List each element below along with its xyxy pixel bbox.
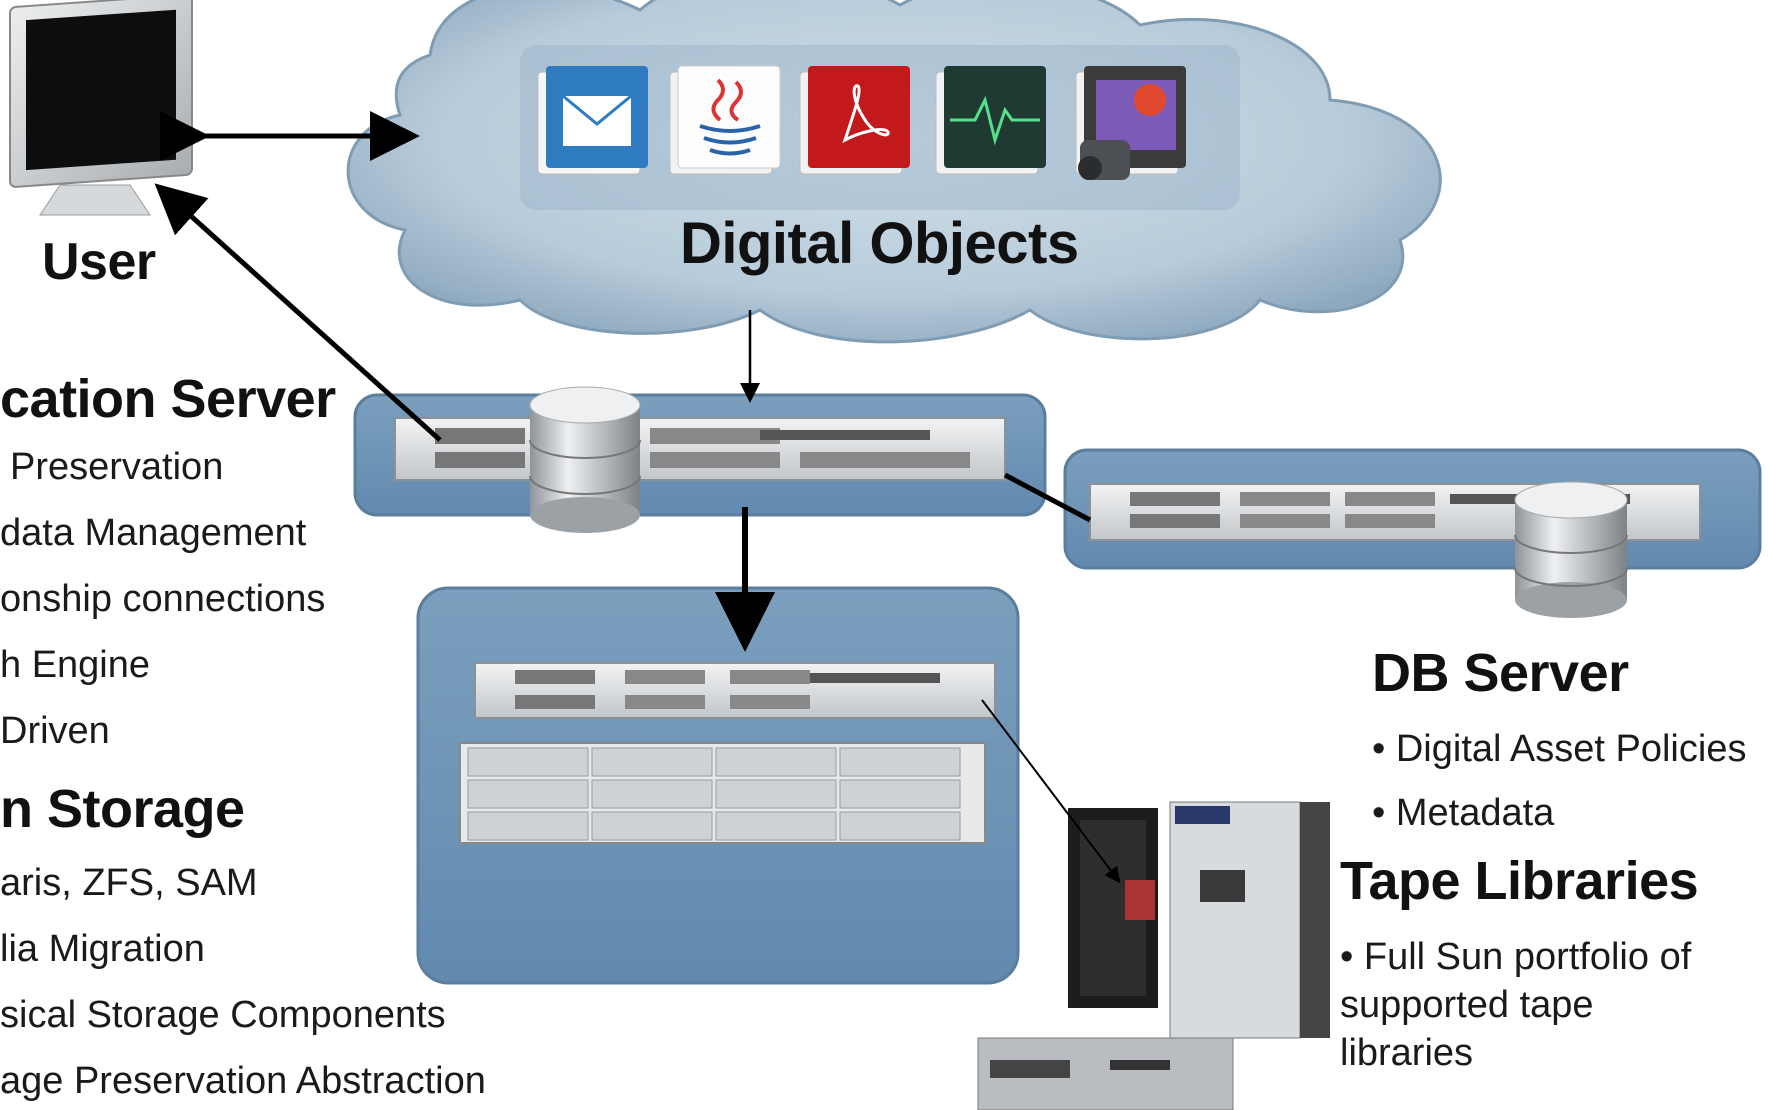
storage-tape-arrow [981, 699, 1121, 884]
storage-item: sical Storage Components [0, 994, 446, 1036]
storage-title: n Storage [0, 779, 245, 839]
storage-item: aris, ZFS, SAM [0, 862, 258, 904]
server-user-arrow [154, 183, 442, 442]
tape-title: Tape Libraries [1340, 851, 1699, 911]
app-server-panel [353, 393, 1047, 517]
waveform-icon [935, 66, 1046, 175]
cloud-label: Digital Objects [680, 211, 1079, 276]
user-label: User [42, 233, 156, 291]
app-server-item: Preservation [10, 446, 224, 488]
tape-desc-line: libraries [1340, 1032, 1474, 1074]
app-server-item: h Engine [0, 644, 151, 686]
db-server-panel [1063, 448, 1762, 570]
app-server-item: data Management [0, 512, 307, 554]
database-icon [1514, 481, 1628, 618]
video-icon [1075, 66, 1186, 180]
db-server-item: • Digital Asset Policies [1372, 728, 1747, 770]
storage-panel [416, 586, 1020, 985]
tape-library-icon [977, 801, 1330, 1110]
java-icon [669, 65, 781, 175]
storage-item: lia Migration [0, 928, 205, 970]
pdf-icon [799, 66, 910, 175]
storage-item: age Preservation Abstraction [0, 1060, 486, 1102]
email-icon [537, 66, 648, 175]
monitor-icon [9, 0, 193, 216]
app-server-item: onship connections [0, 578, 326, 620]
app-server-title: cation Server [0, 369, 336, 429]
db-server-item: • Metadata [1372, 792, 1555, 834]
tape-desc-line: supported tape [1340, 984, 1594, 1026]
app-db-connector [1003, 472, 1092, 523]
database-icon [529, 386, 641, 533]
db-server-title: DB Server [1372, 643, 1629, 703]
app-server-item: Driven [0, 710, 110, 752]
tape-desc-line: • Full Sun portfolio of [1340, 936, 1692, 978]
